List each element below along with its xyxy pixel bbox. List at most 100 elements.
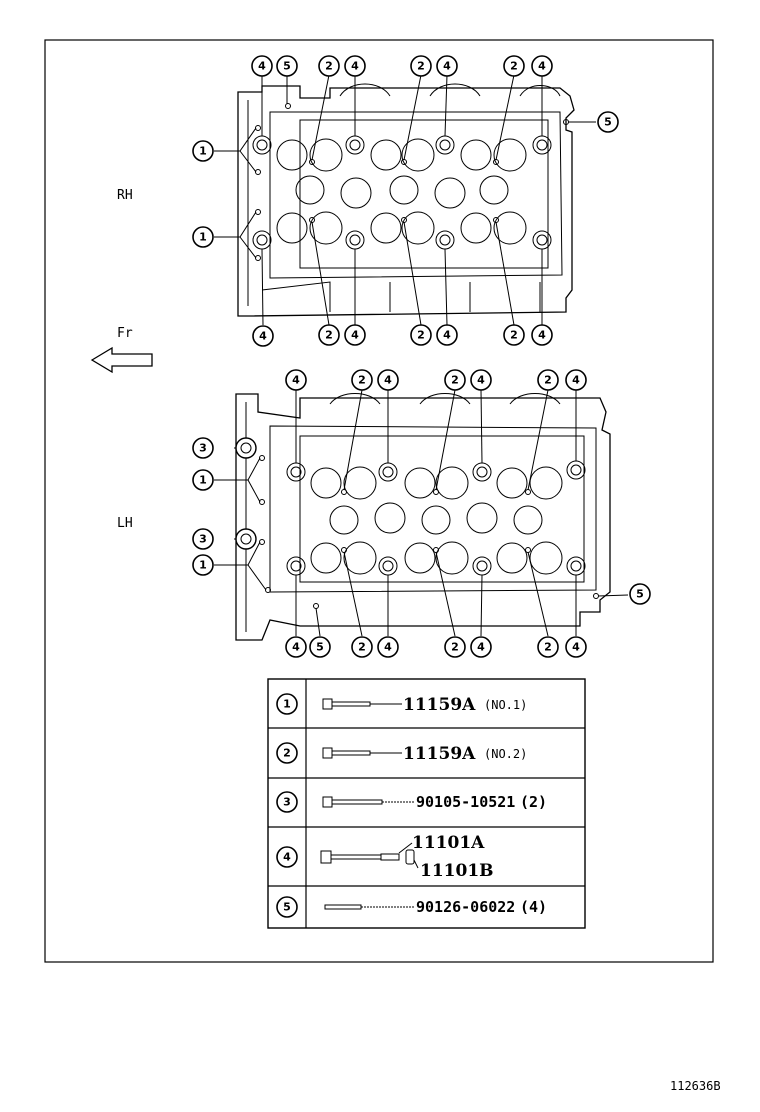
legend-note: (4) bbox=[520, 898, 547, 916]
lh-washer-3-top bbox=[235, 437, 257, 459]
callout-3: 3 bbox=[192, 528, 214, 550]
svg-text:2: 2 bbox=[325, 329, 333, 342]
legend-key: 3 bbox=[283, 796, 291, 809]
callout-1: 1 bbox=[192, 554, 214, 576]
callout-2: 2 bbox=[537, 636, 559, 658]
callout-4: 4 bbox=[377, 369, 399, 391]
rh-chambers-bottom bbox=[276, 211, 527, 245]
callout-2: 2 bbox=[351, 369, 373, 391]
svg-text:4: 4 bbox=[384, 641, 392, 654]
callout-2: 2 bbox=[318, 55, 340, 77]
bolt-icon bbox=[322, 796, 414, 808]
lh-bolt-holes bbox=[286, 460, 586, 576]
svg-text:2: 2 bbox=[325, 60, 333, 73]
svg-text:5: 5 bbox=[604, 116, 612, 129]
svg-text:2: 2 bbox=[417, 60, 425, 73]
svg-text:4: 4 bbox=[538, 60, 546, 73]
callout-4: 4 bbox=[565, 369, 587, 391]
legend-key: 1 bbox=[283, 698, 291, 711]
svg-text:4: 4 bbox=[258, 60, 266, 73]
lh-washer-3-bottom-inner bbox=[240, 533, 252, 545]
legend-part-number-2: 11101B bbox=[420, 861, 494, 881]
callout-2: 2 bbox=[503, 324, 525, 346]
svg-text:4: 4 bbox=[292, 641, 300, 654]
rh-chambers-top bbox=[276, 138, 527, 172]
callout-2: 2 bbox=[503, 55, 525, 77]
legend-part-number: 90105-10521 bbox=[416, 793, 515, 811]
rh-chambers-middle bbox=[295, 175, 509, 209]
callout-1: 1 bbox=[192, 226, 214, 248]
svg-text:1: 1 bbox=[199, 559, 207, 572]
svg-text:4: 4 bbox=[351, 60, 359, 73]
callouts: 4 5 2 4 2 4 2 4 5 1 1 4 2 4 2 4 2 4 4 2 … bbox=[192, 55, 651, 658]
callout-5: 5 bbox=[276, 55, 298, 77]
legend-note: (NO.2) bbox=[484, 747, 527, 761]
callout-3: 3 bbox=[192, 437, 214, 459]
parts-legend-table: 1 11159A (NO.1) 2 11159A (NO.2) 3 bbox=[267, 678, 586, 929]
legend-key: 2 bbox=[283, 747, 291, 760]
callout-2: 2 bbox=[351, 636, 373, 658]
svg-text:1: 1 bbox=[199, 474, 207, 487]
lh-chambers-top bbox=[310, 466, 563, 500]
svg-text:5: 5 bbox=[316, 641, 324, 654]
legend-part-number: 11101A bbox=[412, 833, 485, 853]
svg-text:1: 1 bbox=[199, 145, 207, 158]
legend-part-number: 11159A bbox=[403, 695, 476, 715]
svg-text:4: 4 bbox=[443, 329, 451, 342]
callout-2: 2 bbox=[410, 55, 432, 77]
callout-4: 4 bbox=[252, 325, 274, 347]
svg-text:2: 2 bbox=[544, 374, 552, 387]
svg-text:3: 3 bbox=[199, 442, 207, 455]
legend-row-2: 2 11159A (NO.2) bbox=[276, 742, 527, 764]
bolt-icon bbox=[320, 842, 413, 864]
diagram-frame bbox=[44, 39, 714, 963]
washer-icon bbox=[405, 849, 419, 869]
callout-4: 4 bbox=[285, 636, 307, 658]
svg-text:4: 4 bbox=[384, 374, 392, 387]
lh-cylinder-head bbox=[235, 393, 611, 641]
callout-2: 2 bbox=[318, 324, 340, 346]
svg-text:4: 4 bbox=[443, 60, 451, 73]
legend-key: 4 bbox=[283, 851, 291, 864]
svg-text:4: 4 bbox=[292, 374, 300, 387]
callout-4: 4 bbox=[436, 55, 458, 77]
svg-text:2: 2 bbox=[358, 374, 366, 387]
callout-5: 5 bbox=[597, 111, 619, 133]
lh-washer-3-bottom bbox=[235, 528, 257, 550]
svg-text:5: 5 bbox=[283, 60, 291, 73]
legend-note: (NO.1) bbox=[484, 698, 527, 712]
svg-text:2: 2 bbox=[451, 374, 459, 387]
svg-text:4: 4 bbox=[572, 641, 580, 654]
diagram-code: 112636B bbox=[670, 1079, 721, 1093]
pin-icon bbox=[324, 904, 414, 910]
callout-2: 2 bbox=[410, 324, 432, 346]
legend-row-5: 5 90126-06022 (4) bbox=[276, 896, 547, 918]
legend-note: (2) bbox=[520, 793, 547, 811]
callout-4: 4 bbox=[251, 55, 273, 77]
bolt-icon bbox=[322, 698, 402, 710]
lh-label: LH bbox=[117, 516, 133, 531]
callout-4: 4 bbox=[377, 636, 399, 658]
lh-chambers-bottom bbox=[310, 541, 563, 575]
callout-5: 5 bbox=[309, 636, 331, 658]
callout-4: 4 bbox=[470, 369, 492, 391]
callout-4: 4 bbox=[565, 636, 587, 658]
svg-text:2: 2 bbox=[451, 641, 459, 654]
legend-row-4: 4 11101A 11101B bbox=[276, 833, 494, 881]
svg-text:4: 4 bbox=[477, 641, 485, 654]
svg-text:2: 2 bbox=[510, 329, 518, 342]
legend-row-3: 3 90105-10521 (2) bbox=[276, 791, 547, 813]
svg-text:3: 3 bbox=[199, 533, 207, 546]
callout-5: 5 bbox=[629, 583, 651, 605]
callout-1: 1 bbox=[192, 469, 214, 491]
callout-4: 4 bbox=[531, 55, 553, 77]
svg-text:4: 4 bbox=[572, 374, 580, 387]
svg-text:2: 2 bbox=[510, 60, 518, 73]
callout-4: 4 bbox=[344, 55, 366, 77]
svg-text:4: 4 bbox=[538, 329, 546, 342]
svg-text:2: 2 bbox=[544, 641, 552, 654]
callout-1: 1 bbox=[192, 140, 214, 162]
rh-cylinder-head bbox=[237, 83, 575, 317]
rh-label: RH bbox=[117, 188, 133, 203]
leader-lines bbox=[214, 74, 629, 637]
